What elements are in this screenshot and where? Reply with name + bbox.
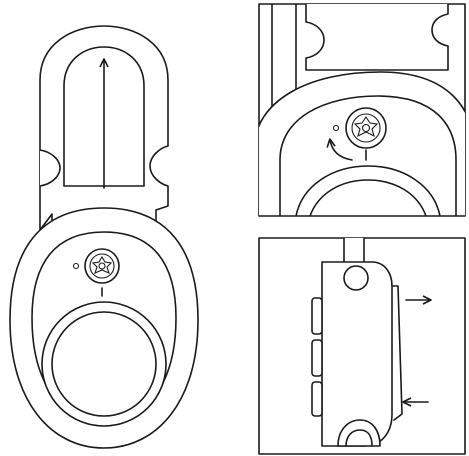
side-view bbox=[258, 237, 466, 455]
rotate-arrow bbox=[326, 138, 353, 161]
side-latch bbox=[337, 419, 381, 447]
closeup-shackle bbox=[305, 4, 449, 71]
indicator-dot bbox=[72, 262, 80, 270]
padlock-overview bbox=[9, 25, 199, 449]
side-button-3 bbox=[311, 381, 323, 417]
closeup-key-cylinder bbox=[345, 107, 387, 149]
side-button-2 bbox=[311, 339, 323, 377]
key-cylinder bbox=[84, 248, 120, 284]
button-ring-inner bbox=[51, 311, 157, 417]
side-keyhole bbox=[343, 265, 369, 291]
shackle-closeup bbox=[258, 3, 466, 217]
shackle-inner bbox=[63, 46, 145, 187]
closeup-lock-face bbox=[279, 95, 457, 216]
shackle-notch-left bbox=[39, 149, 61, 187]
button-ring-outer bbox=[41, 301, 167, 427]
side-clip bbox=[391, 285, 403, 421]
side-button-1 bbox=[311, 297, 323, 335]
closeup-indicator-dot bbox=[332, 124, 340, 132]
